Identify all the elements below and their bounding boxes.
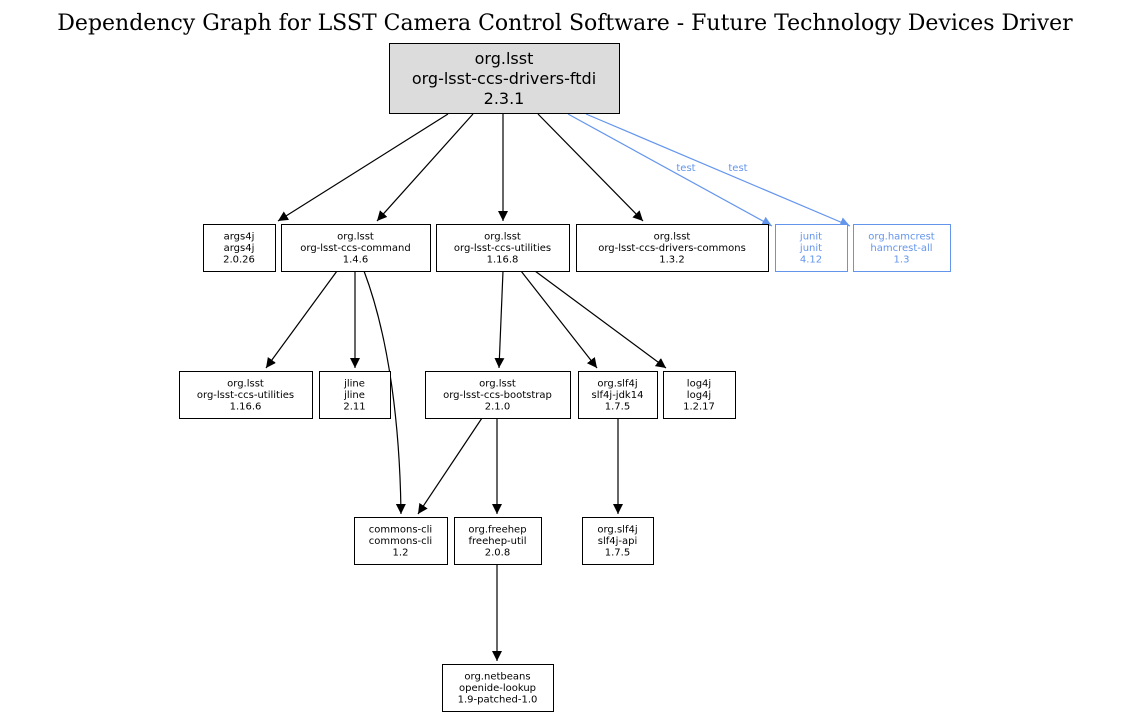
node-box — [454, 517, 542, 565]
node-box — [775, 224, 848, 272]
version-label: 1.16.6 — [230, 402, 262, 413]
artifact-id-label: commons-cli — [369, 536, 432, 547]
node-openide: org.netbeansopenide-lookup1.9-patched-1.… — [442, 664, 554, 712]
version-label: 2.11 — [343, 402, 365, 413]
node-box — [582, 517, 654, 565]
edge-root-to-commons — [537, 113, 644, 222]
node-box — [319, 371, 391, 419]
version-label: 1.2.17 — [683, 402, 715, 413]
group-id-label: log4j — [687, 379, 711, 390]
version-label: 1.3.2 — [659, 255, 684, 266]
node-box — [179, 371, 313, 419]
edge-label-junit: test — [676, 163, 695, 174]
artifact-id-label: slf4j-api — [598, 536, 638, 547]
group-id-label: jline — [343, 379, 365, 390]
version-label: 2.3.1 — [484, 89, 525, 108]
version-label: 4.12 — [800, 255, 822, 266]
artifact-id-label: freehep-util — [469, 536, 527, 547]
version-label: 1.16.8 — [487, 255, 519, 266]
edge-utilities1168-to-jdk14 — [520, 270, 598, 369]
group-id-label: org.freehep — [468, 525, 526, 536]
artifact-id-label: slf4j-jdk14 — [592, 390, 644, 401]
node-box — [442, 664, 554, 712]
artifact-id-label: org-lsst-ccs-bootstrap — [443, 390, 552, 401]
nodes-layer: org.lsstorg-lsst-ccs-drivers-ftdi2.3.1ar… — [179, 43, 951, 712]
group-id-label: org.lsst — [484, 232, 521, 243]
group-id-label: org.lsst — [475, 49, 534, 68]
edge-root-to-command — [376, 113, 474, 222]
edge-root-to-args4j — [277, 113, 449, 222]
version-label: 1.7.5 — [605, 402, 630, 413]
artifact-id-label: jline — [343, 390, 365, 401]
group-id-label: org.lsst — [337, 232, 374, 243]
node-box — [425, 371, 571, 419]
artifact-id-label: log4j — [687, 390, 711, 401]
version-label: 1.4.6 — [343, 255, 368, 266]
graph-title: Dependency Graph for LSST Camera Control… — [57, 11, 1073, 36]
artifact-id-label: org-lsst-ccs-command — [300, 243, 410, 254]
artifact-id-label: openide-lookup — [459, 683, 536, 694]
edge-command-to-cli — [363, 270, 406, 515]
edge-utilities1168-to-log4j — [534, 270, 667, 369]
edge-utilities1168-to-bootstrap — [494, 270, 505, 369]
edge-bootstrap-to-cli — [417, 417, 483, 515]
group-id-label: org.lsst — [227, 379, 264, 390]
artifact-id-label: junit — [799, 243, 822, 254]
node-box — [436, 224, 570, 272]
artifact-id-label: org-lsst-ccs-utilities — [454, 243, 551, 254]
edge-label-hamcrest: test — [728, 163, 747, 174]
group-id-label: org.slf4j — [597, 379, 637, 390]
artifact-id-label: org-lsst-ccs-utilities — [197, 390, 294, 401]
node-box — [354, 517, 448, 565]
version-label: 1.3 — [894, 255, 910, 266]
version-label: 1.2 — [393, 548, 409, 559]
artifact-id-label: args4j — [224, 243, 255, 254]
version-label: 2.0.8 — [485, 548, 510, 559]
edges-layer: test test — [265, 113, 851, 661]
edge-command-to-utilities1166 — [265, 270, 338, 369]
edge-root-to-junit — [567, 113, 773, 227]
artifact-id-label: org-lsst-ccs-drivers-ftdi — [412, 69, 596, 88]
group-id-label: args4j — [224, 232, 255, 243]
version-label: 1.7.5 — [605, 548, 630, 559]
node-box — [281, 224, 431, 272]
group-id-label: org.slf4j — [597, 525, 637, 536]
version-label: 2.0.26 — [223, 255, 255, 266]
version-label: 1.9-patched-1.0 — [458, 695, 538, 706]
group-id-label: junit — [799, 232, 822, 243]
artifact-id-label: org-lsst-ccs-drivers-commons — [598, 243, 746, 254]
group-id-label: org.lsst — [654, 232, 691, 243]
node-box — [576, 224, 769, 272]
node-box — [389, 43, 620, 114]
node-box — [853, 224, 951, 272]
node-commons: org.lsstorg-lsst-ccs-drivers-commons1.3.… — [576, 224, 769, 272]
group-id-label: org.lsst — [479, 379, 516, 390]
group-id-label: commons-cli — [369, 525, 432, 536]
node-box — [578, 371, 658, 419]
group-id-label: org.netbeans — [464, 672, 530, 683]
node-box — [203, 224, 276, 272]
node-box — [663, 371, 736, 419]
edge-root-to-hamcrest — [585, 113, 851, 227]
version-label: 2.1.0 — [485, 402, 510, 413]
group-id-label: org.hamcrest — [868, 232, 935, 243]
artifact-id-label: hamcrest-all — [870, 243, 932, 254]
